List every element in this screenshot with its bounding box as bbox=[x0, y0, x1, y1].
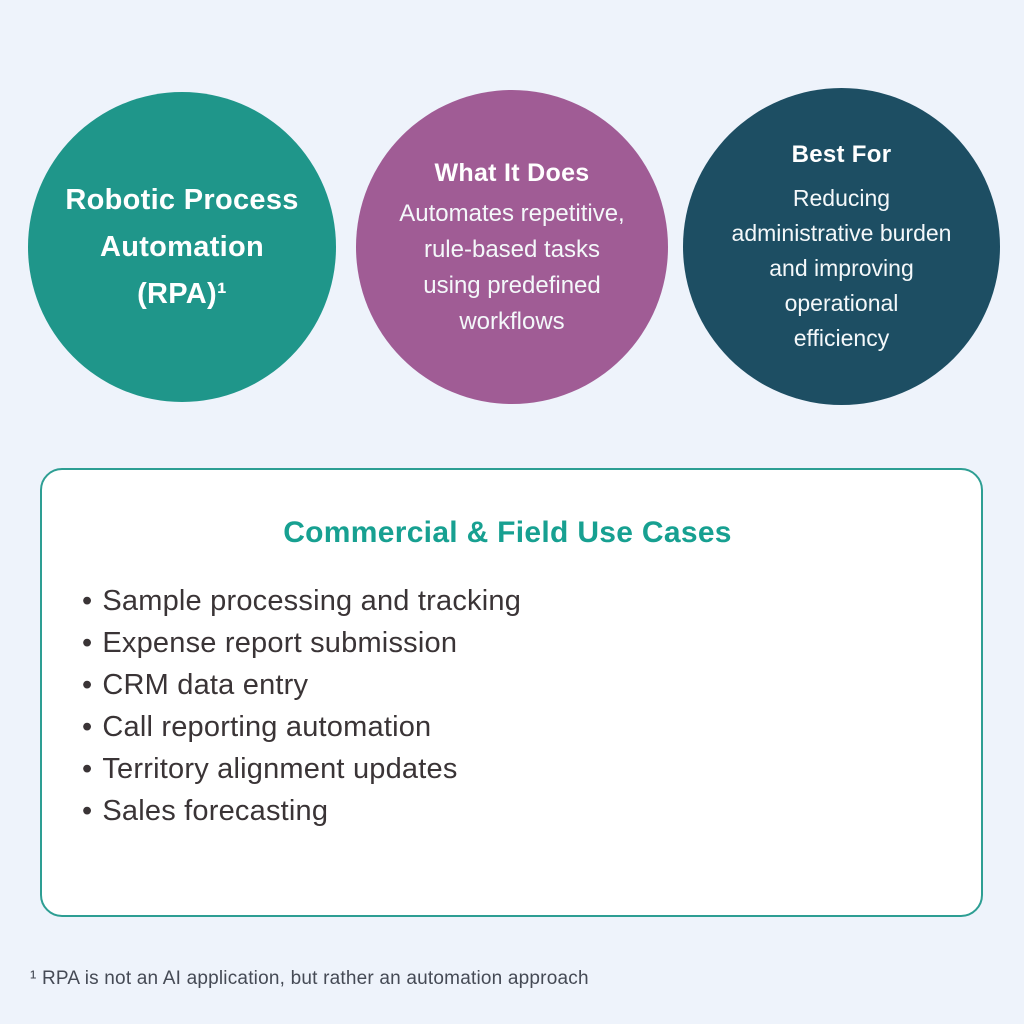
bullet-glyph: • bbox=[82, 585, 93, 617]
bullet-glyph: • bbox=[82, 627, 93, 659]
best-for-line-4: operational bbox=[784, 290, 899, 316]
use-case-item: • CRM data entry bbox=[82, 664, 951, 706]
use-cases-title: Commercial & Field Use Cases bbox=[283, 516, 732, 549]
bullet-glyph: • bbox=[82, 711, 93, 743]
best-for-line-5: efficiency bbox=[793, 325, 890, 351]
best-for-line-1: Reducing bbox=[792, 185, 891, 211]
best-for-line-2: administrative burden bbox=[731, 220, 952, 246]
use-cases-card: Commercial & Field Use Cases • Sample pro… bbox=[40, 468, 983, 917]
circle-best-for: Best For Reducing administrative burden … bbox=[683, 88, 1000, 405]
circle-what-it-does: What It Does Automates repetitive, rule-… bbox=[356, 90, 668, 404]
use-case-item: • Territory alignment updates bbox=[82, 748, 951, 790]
rpa-title-line-2: Automation bbox=[99, 230, 265, 263]
bullet-glyph: • bbox=[82, 753, 93, 785]
use-case-text: Expense report submission bbox=[102, 627, 458, 659]
use-case-item: • Expense report submission bbox=[82, 622, 951, 664]
what-it-does-line-4: workflows bbox=[459, 308, 565, 335]
use-case-text: Call reporting automation bbox=[102, 711, 432, 743]
use-case-text: Territory alignment updates bbox=[102, 753, 458, 785]
best-for-line-3: and improving bbox=[769, 255, 914, 281]
use-case-list: • Sample processing and tracking • Expense… bbox=[64, 580, 951, 832]
rpa-title-line-3: (RPA)¹ bbox=[137, 277, 227, 310]
bullet-glyph: • bbox=[82, 795, 93, 827]
circle-robotic-process-automation: Robotic Process Automation (RPA)¹ bbox=[28, 92, 336, 402]
what-it-does-line-3: using predefined bbox=[423, 272, 601, 299]
best-for-heading: Best For bbox=[791, 141, 892, 168]
use-case-text: Sample processing and tracking bbox=[102, 585, 522, 617]
what-it-does-line-2: rule-based tasks bbox=[423, 236, 601, 263]
footnote: ¹ RPA is not an AI application, but rath… bbox=[30, 968, 589, 989]
use-case-item: • Sales forecasting bbox=[82, 790, 951, 832]
what-it-does-line-1: Automates repetitive, bbox=[399, 200, 625, 227]
use-case-item: • Sample processing and tracking bbox=[82, 580, 951, 622]
bullet-glyph: • bbox=[82, 669, 93, 701]
use-case-text: CRM data entry bbox=[102, 669, 309, 701]
what-it-does-heading: What It Does bbox=[434, 159, 590, 187]
rpa-title-line-1: Robotic Process bbox=[65, 183, 299, 216]
use-case-item: • Call reporting automation bbox=[82, 706, 951, 748]
use-case-text: Sales forecasting bbox=[102, 795, 329, 827]
